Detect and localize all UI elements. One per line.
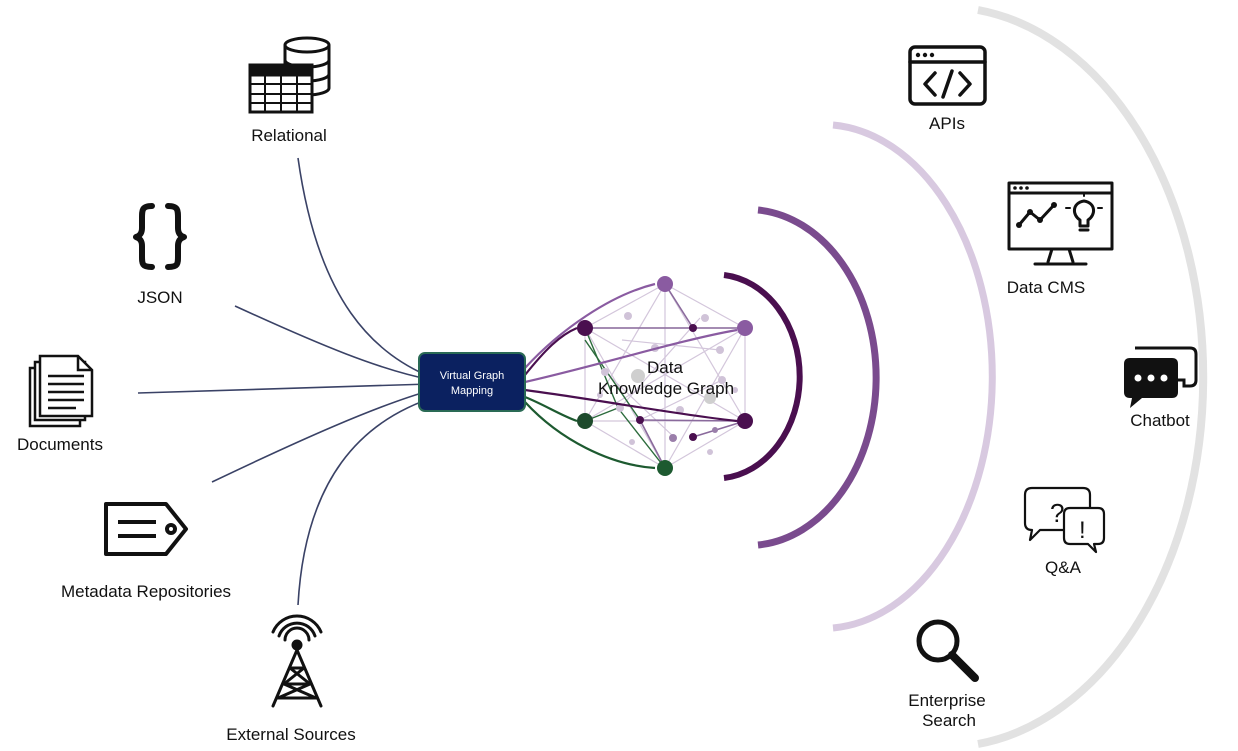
graph-node	[657, 276, 673, 292]
connector-documents	[137, 383, 431, 394]
question-bubbles-icon	[1023, 486, 1106, 554]
virtual-graph-mapping-hub: Virtual Graph Mapping	[418, 352, 526, 412]
arrow-to-bottom-node	[524, 401, 656, 470]
source-label-relational: Relational	[251, 126, 327, 145]
question-mark-glyph: ?	[1050, 498, 1064, 528]
connector-json	[234, 305, 433, 381]
hub-label-line2: Mapping	[451, 385, 493, 397]
hub-label-line1: Virtual Graph	[440, 370, 505, 382]
graph-node	[577, 413, 593, 429]
graph-label-line2: Knowledge Graph	[598, 379, 734, 398]
graph-node	[737, 413, 753, 429]
arrow-to-upper-left-node	[524, 326, 578, 376]
source-label-documents: Documents	[17, 435, 103, 454]
arc-outer-gray	[977, 6, 1208, 748]
arc-dark-purple	[723, 272, 803, 481]
consumer-label-search-line2: Search	[922, 711, 976, 730]
arrow-to-lower-left-node	[524, 395, 578, 423]
consumer-label-chatbot: Chatbot	[1130, 411, 1190, 430]
consumer-label-search-line1: Enterprise	[908, 691, 985, 710]
broadcast-arcs	[723, 6, 1208, 748]
arc-mid-purple	[757, 206, 880, 549]
exclamation-mark-glyph: !	[1079, 517, 1086, 544]
arc-light-purple	[832, 121, 996, 632]
consumer-label-cms: Data CMS	[1007, 278, 1085, 297]
connector-external	[297, 395, 439, 606]
documents-icon	[28, 354, 94, 428]
arrow-to-top-node	[524, 282, 656, 369]
consumer-label-apis: APIs	[929, 114, 965, 133]
connector-relational	[297, 157, 439, 381]
graph-node	[577, 320, 593, 336]
curly-braces-icon	[133, 203, 187, 270]
arrow-to-upper-right-node	[524, 328, 738, 384]
radio-tower-icon	[271, 614, 323, 708]
code-window-icon	[908, 45, 987, 106]
source-label-external: External Sources	[226, 725, 355, 744]
source-label-metadata: Metadata Repositories	[61, 582, 231, 601]
magnifier-icon	[916, 619, 979, 682]
chat-bubbles-icon	[1124, 346, 1198, 408]
arrow-to-lower-right-node	[524, 388, 738, 423]
graph-label-line1: Data	[647, 358, 683, 377]
source-connectors	[137, 157, 439, 606]
graph-node	[657, 460, 673, 476]
tag-icon	[104, 502, 188, 556]
source-label-json: JSON	[137, 288, 182, 307]
connector-metadata	[211, 389, 433, 483]
hub-to-graph-arrows	[524, 282, 738, 470]
consumer-label-qa: Q&A	[1045, 558, 1082, 577]
knowledge-graph-network	[577, 276, 753, 476]
database-table-icon	[248, 36, 331, 114]
graph-node	[737, 320, 753, 336]
monitor-chart-icon	[1007, 181, 1114, 266]
